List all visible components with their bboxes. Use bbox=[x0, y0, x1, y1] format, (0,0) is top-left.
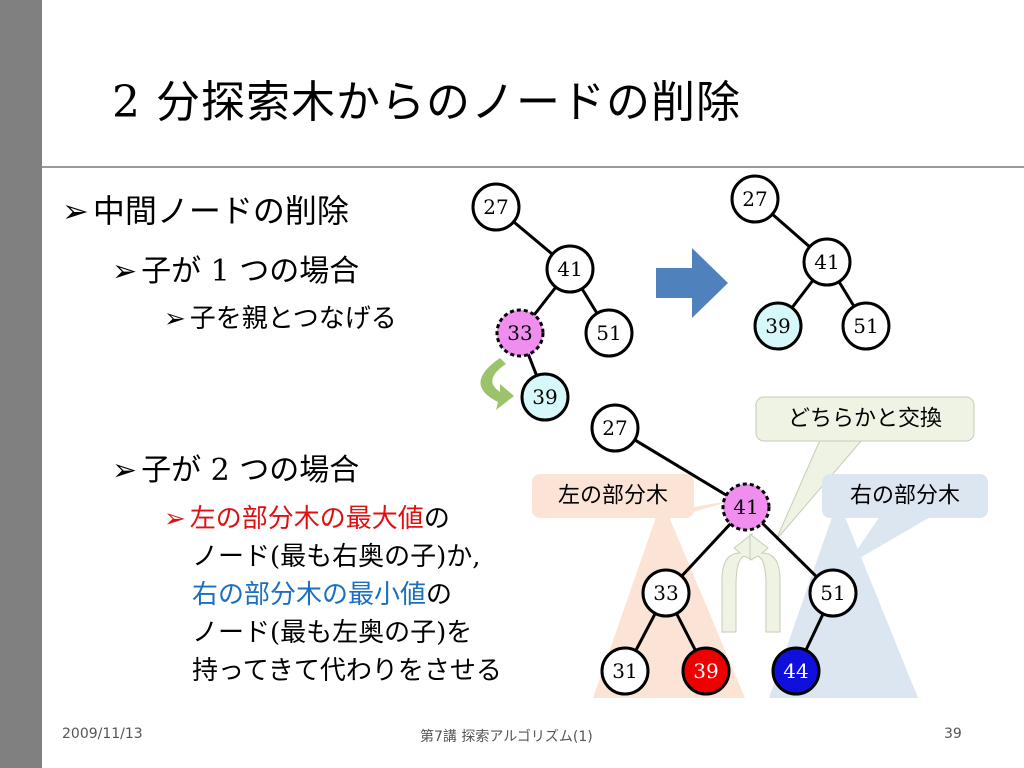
node-label: 39 bbox=[532, 385, 557, 409]
title-divider bbox=[42, 166, 1024, 168]
tree-node bbox=[802, 237, 852, 287]
footer-date: 2009/11/13 bbox=[62, 726, 143, 742]
node-label: 41 bbox=[733, 495, 758, 519]
bullet-arrow-icon: ➢ bbox=[112, 453, 138, 488]
node-label: 51 bbox=[596, 321, 621, 345]
node-label: 33 bbox=[507, 321, 532, 345]
left-subtree-callout bbox=[532, 474, 694, 518]
desc-line-3: ノード(最も左奥の子)を bbox=[192, 618, 473, 648]
node-label: 27 bbox=[602, 416, 627, 440]
tree-node bbox=[808, 568, 858, 618]
right-min-node bbox=[771, 646, 821, 696]
left-max-node bbox=[681, 646, 731, 696]
transform-arrow-icon bbox=[656, 248, 728, 318]
node-label: 51 bbox=[853, 314, 878, 338]
desc-line-2: 右の部分木の最小値の bbox=[192, 574, 452, 611]
edge bbox=[614, 426, 747, 509]
tree-node bbox=[545, 244, 595, 294]
node-label: 41 bbox=[814, 250, 839, 274]
tree-node bbox=[730, 174, 780, 224]
left-max-text: 左の部分木の最大値 bbox=[189, 504, 424, 534]
desc-text: の bbox=[426, 580, 453, 610]
reconnect-arrow-icon bbox=[480, 358, 514, 410]
tree-node bbox=[600, 646, 650, 696]
desc-line-1: ノード(最も右奥の子)か, bbox=[192, 542, 481, 572]
node-label: 27 bbox=[742, 187, 767, 211]
node-label: 27 bbox=[483, 195, 508, 219]
deleted-node bbox=[721, 482, 771, 532]
slide-sidebar bbox=[0, 0, 42, 768]
bullet-two-children: ➢子が 2 つの場合 bbox=[112, 445, 359, 489]
child-node bbox=[753, 301, 803, 351]
swap-up-arrow-right bbox=[749, 532, 781, 633]
left-subtree-label: 左の部分木 bbox=[558, 484, 668, 509]
tree-node bbox=[590, 403, 640, 453]
node-label: 39 bbox=[765, 314, 790, 338]
node-label: 44 bbox=[783, 659, 808, 683]
right-subtree-callout bbox=[822, 474, 988, 518]
child-node bbox=[520, 372, 570, 422]
footer-page-number: 39 bbox=[944, 726, 962, 742]
bullet-arrow-icon: ➢ bbox=[112, 254, 138, 289]
tree-node bbox=[641, 568, 691, 618]
bullet-text: 子が 2 つの場合 bbox=[141, 453, 360, 488]
bullet-one-child: ➢子が 1 つの場合 bbox=[112, 246, 359, 290]
bullet-text: 子を親とつなげる bbox=[189, 304, 397, 334]
swap-callout bbox=[755, 396, 975, 442]
bullet-text: 子が 1 つの場合 bbox=[141, 254, 360, 289]
bullet-level1: ➢中間ノードの削除 bbox=[62, 186, 349, 232]
bullet-text: 中間ノードの削除 bbox=[92, 192, 349, 230]
tree-node bbox=[841, 301, 891, 351]
deleted-node bbox=[495, 308, 545, 358]
bullet-arrow-icon: ➢ bbox=[62, 192, 89, 230]
node-label: 33 bbox=[653, 581, 678, 605]
swap-callout-text: どちらかと交換 bbox=[788, 407, 942, 432]
bullet-arrow-icon: ➢ bbox=[164, 304, 186, 334]
desc-line-4: 持ってきて代わりをさせる bbox=[192, 656, 502, 686]
slide-title: 2 分探索木からのノードの削除 bbox=[112, 77, 741, 128]
bullet-left-max: ➢左の部分木の最大値の bbox=[164, 498, 450, 535]
node-label: 41 bbox=[557, 257, 582, 281]
node-label: 31 bbox=[612, 659, 637, 683]
right-subtree-label: 右の部分木 bbox=[850, 484, 960, 509]
bullet-arrow-icon: ➢ bbox=[164, 504, 186, 534]
footer-lecture: 第7講 探索アルゴリズム(1) bbox=[420, 729, 593, 745]
bullet-text: の bbox=[423, 504, 450, 534]
tree-node bbox=[584, 308, 634, 358]
right-callout-pointer bbox=[846, 516, 932, 566]
node-label: 51 bbox=[820, 581, 845, 605]
tree-node bbox=[471, 182, 521, 232]
node-label: 39 bbox=[693, 659, 718, 683]
bullet-connect-parent: ➢子を親とつなげる bbox=[164, 298, 397, 335]
right-min-text: 右の部分木の最小値 bbox=[192, 580, 427, 610]
swap-up-arrow-left bbox=[721, 532, 753, 633]
